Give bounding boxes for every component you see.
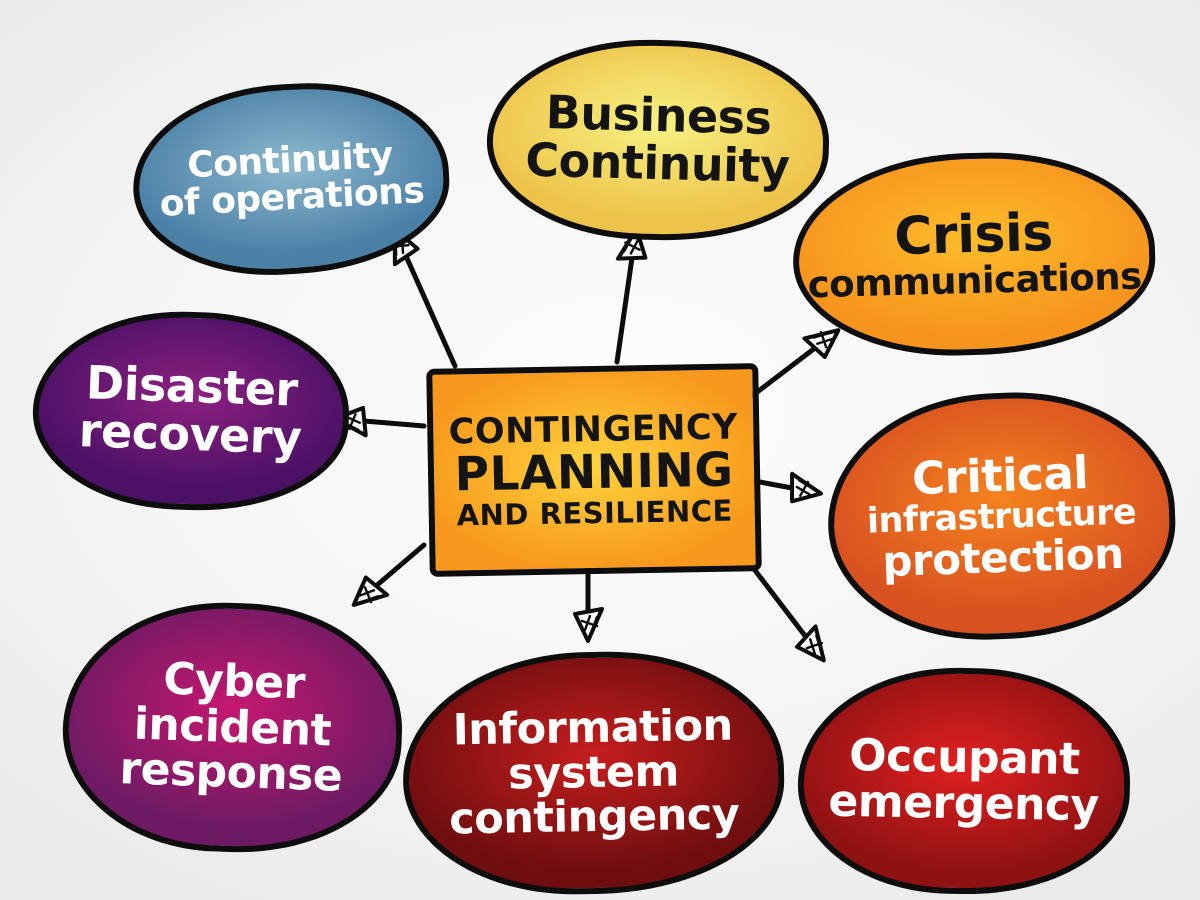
arrow-to-continuity-of-operations (379, 222, 458, 369)
arrow-to-business-continuity (614, 225, 652, 365)
node-label: Occupant emergency (828, 730, 1100, 832)
label-line: emergency (828, 775, 1100, 832)
label-line: Occupant (848, 730, 1081, 786)
label-line: Information (452, 700, 734, 756)
node-label: Cyber incident response (118, 653, 346, 803)
arrow-to-crisis-communications (749, 317, 849, 399)
label-line: system (507, 746, 680, 800)
arrow-to-cyber-incident-response (343, 542, 427, 618)
label-line: Crisis (893, 202, 1054, 267)
label-line: protection (881, 528, 1125, 586)
node-label: Continuity of operations (157, 134, 426, 225)
center-node-contingency-planning: CONTINGENCY PLANNING AND RESILIENCE (426, 363, 762, 577)
center-node-label: CONTINGENCY PLANNING AND RESILIENCE (448, 408, 739, 532)
label-line: PLANNING (454, 442, 734, 503)
arrow-to-occupant-emergency (741, 553, 837, 671)
arrow-to-disaster-recovery (331, 403, 427, 438)
node-label: Business Continuity (524, 85, 792, 194)
label-line: response (118, 743, 344, 803)
label-line: communications (807, 254, 1143, 307)
node-label: Disaster recovery (78, 356, 304, 465)
label-line: AND RESILIENCE (456, 493, 734, 532)
node-occupant-emergency: Occupant emergency (796, 665, 1132, 897)
node-label: Crisis communications (806, 202, 1143, 307)
label-line: recovery (78, 403, 303, 465)
label-line: Continuity (524, 132, 791, 194)
node-label: Information system contingency (447, 700, 740, 845)
label-line: contingency (448, 789, 740, 845)
node-label: Critical infrastructure protection (865, 446, 1138, 586)
